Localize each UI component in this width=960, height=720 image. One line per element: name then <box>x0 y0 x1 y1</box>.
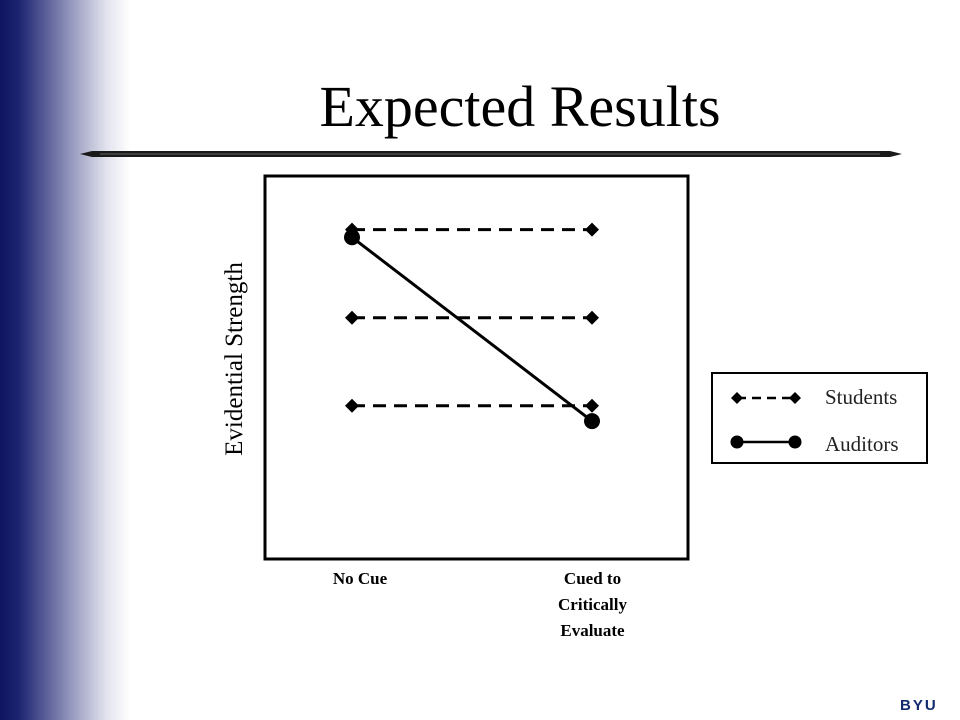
slide-title: Expected Results <box>319 74 721 139</box>
x-tick-line: No Cue <box>332 569 388 588</box>
legend-swatch-auditors <box>730 435 802 449</box>
title-divider <box>80 151 902 157</box>
series-line-auditors <box>351 236 593 423</box>
data-point-students <box>345 398 359 413</box>
data-point-students <box>585 398 599 413</box>
byu-logo: BYU <box>900 697 938 714</box>
plot-area <box>263 174 690 561</box>
x-tick-label-no-cue: No Cue <box>300 566 420 592</box>
side-gradient-bar <box>0 0 130 720</box>
data-point-auditors <box>344 229 360 246</box>
x-tick-line: Evaluate <box>560 621 625 640</box>
legend-label-students: Students <box>825 385 898 409</box>
y-axis-label: Evidential Strength <box>221 262 248 456</box>
x-tick-line: Critically <box>558 595 627 614</box>
x-tick-line: Cued to <box>563 569 622 588</box>
legend-swatch-students <box>731 392 801 404</box>
legend-label-auditors: Auditors <box>825 432 899 456</box>
x-tick-label-cued: Cued to Critically Evaluate <box>525 566 660 644</box>
data-point-auditors <box>584 413 600 430</box>
data-point-students <box>585 310 599 325</box>
legend: Students Auditors <box>711 372 928 464</box>
data-point-students <box>345 310 359 325</box>
data-point-students <box>585 222 599 237</box>
